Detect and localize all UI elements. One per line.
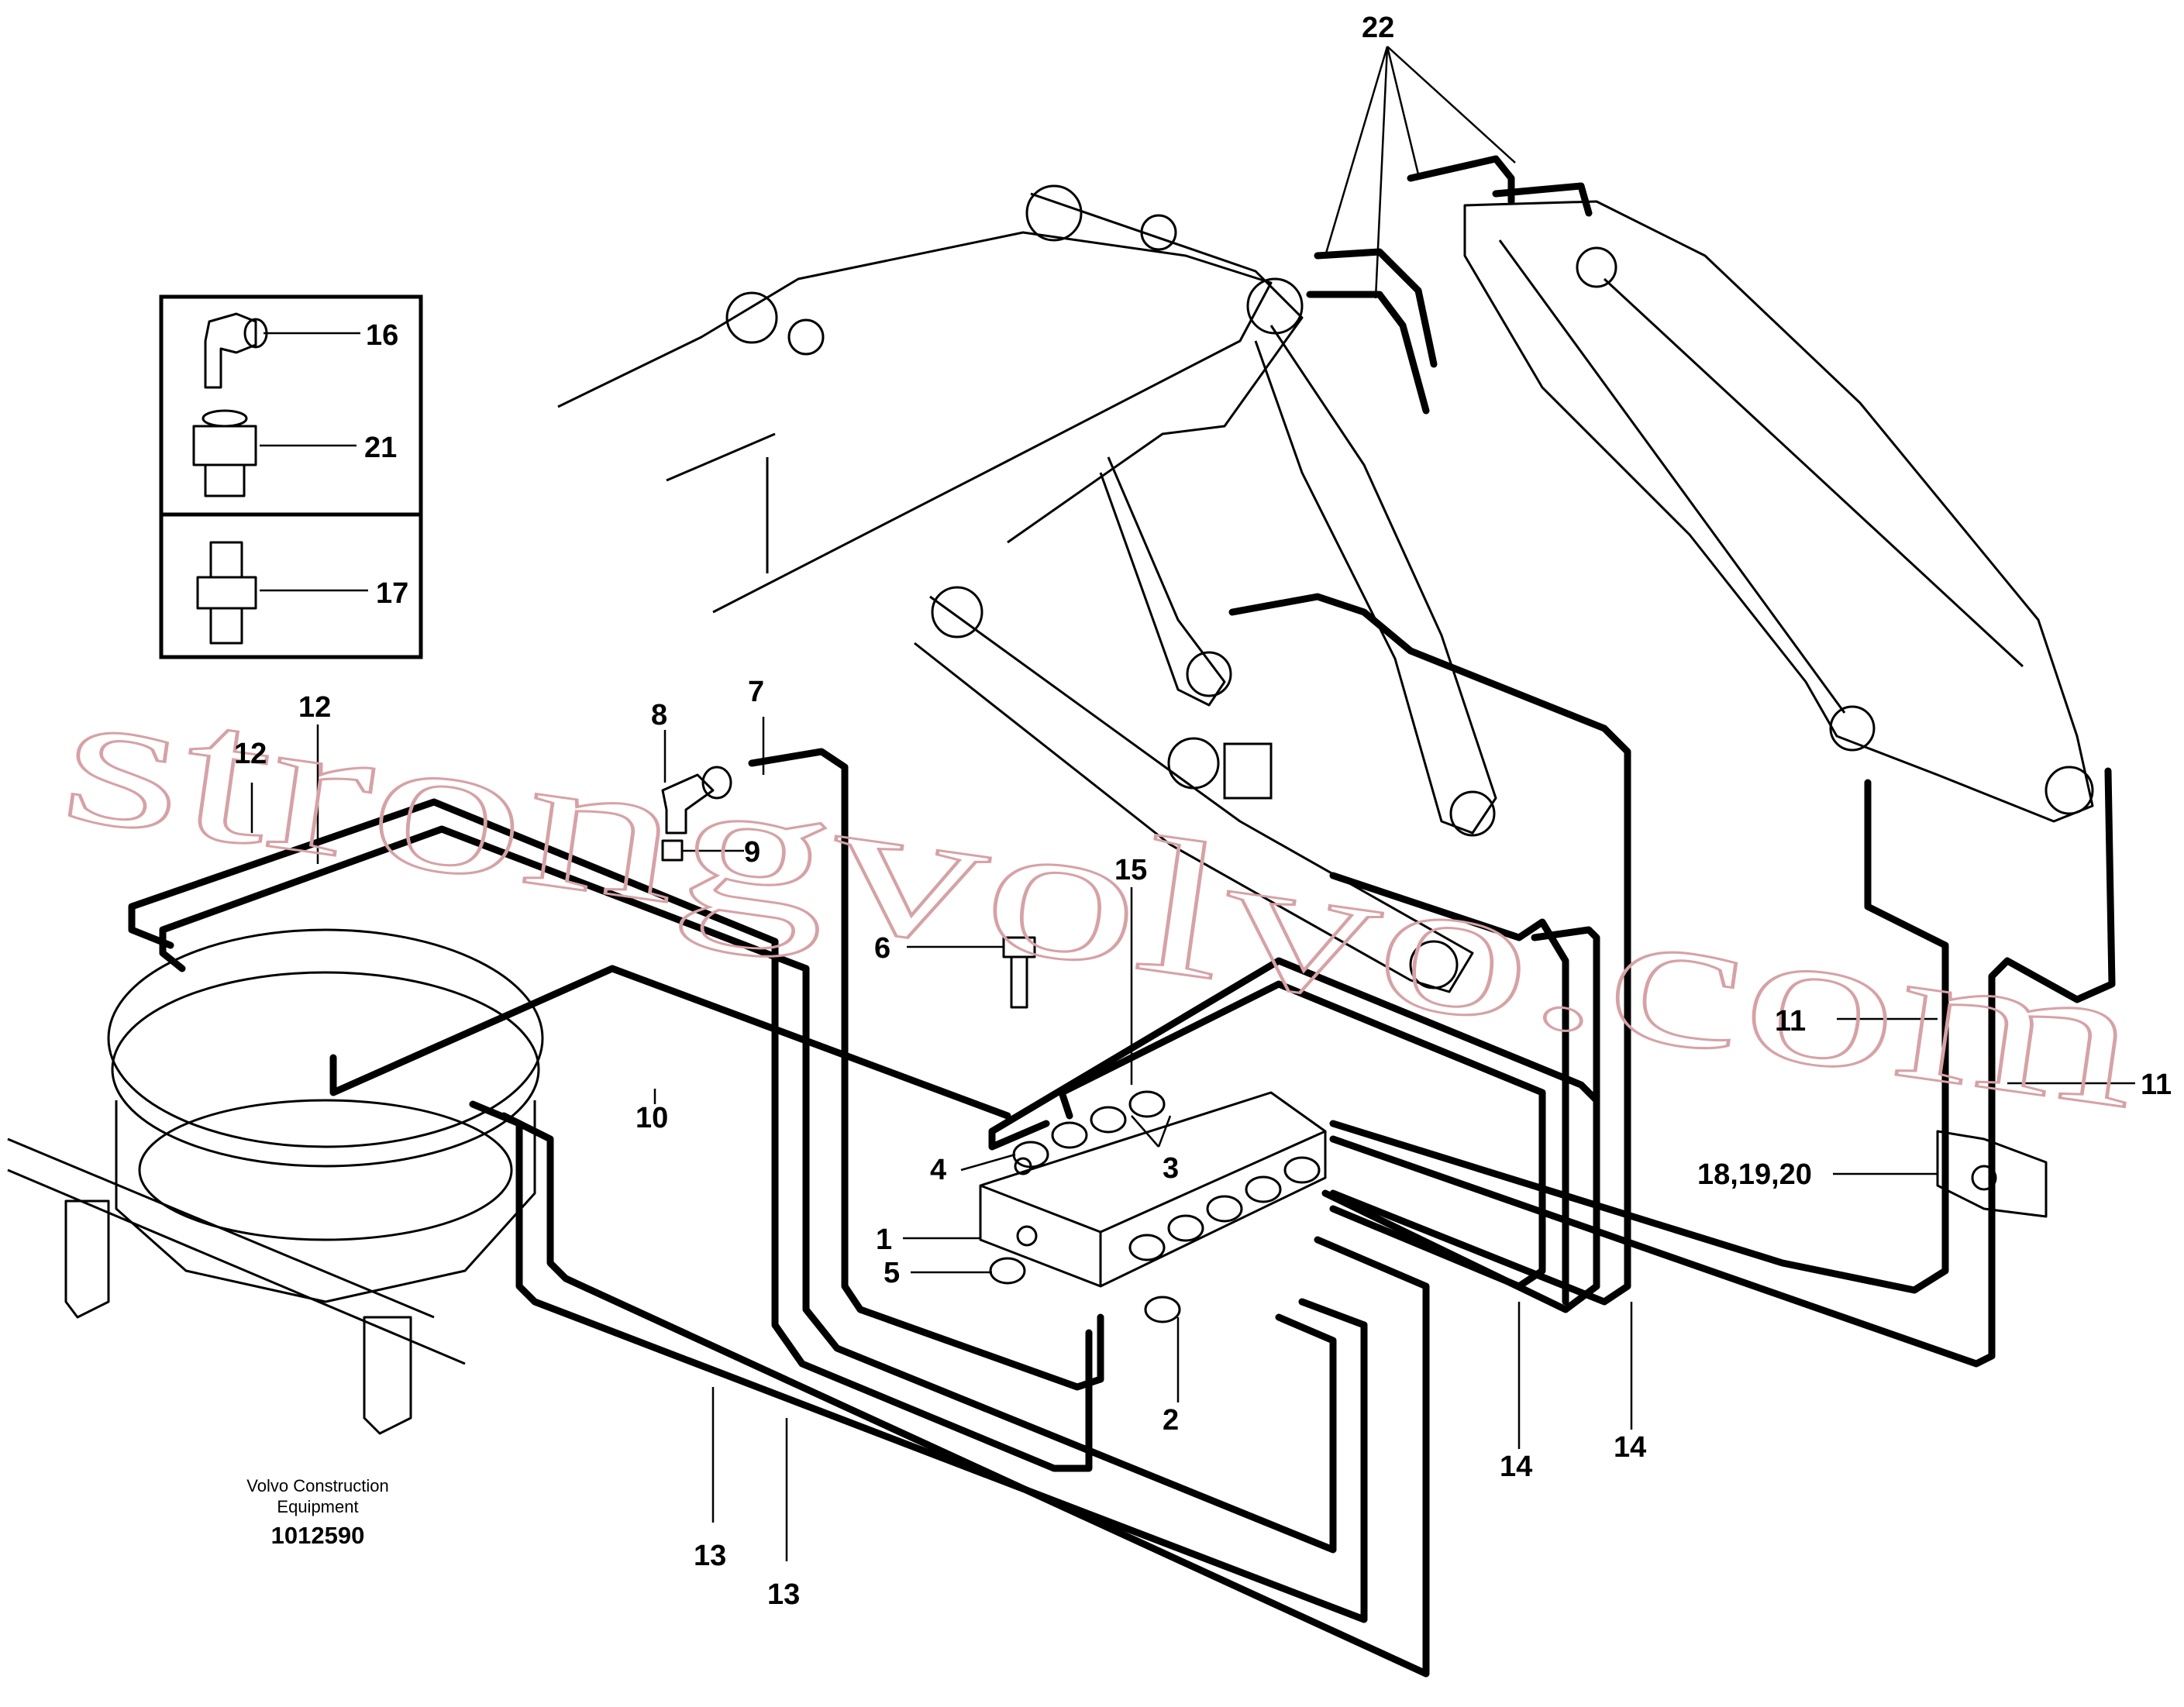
callout-1: 1 — [876, 1223, 892, 1256]
callout-21: 21 — [364, 432, 397, 464]
callout-10: 10 — [636, 1102, 668, 1134]
swing-ring-line-art — [7, 928, 544, 1435]
callout-12-left: 12 — [234, 738, 267, 770]
callout-13-right: 13 — [767, 1578, 800, 1611]
elbow-fitting-icon — [204, 312, 268, 389]
callout-12-right: 12 — [298, 691, 331, 724]
callout-11-right: 11 — [2141, 1069, 2172, 1101]
callout-labels: 22 16 21 17 12 12 7 8 9 15 6 10 4 3 1 5 … — [234, 12, 2172, 1611]
bolt-icon — [1002, 936, 1036, 1009]
union-fitting-icon — [196, 541, 257, 645]
callout-15: 15 — [1114, 854, 1147, 886]
hydraulic-hoses — [128, 155, 2116, 1678]
callout-22: 22 — [1362, 12, 1394, 44]
callout-6: 6 — [874, 932, 890, 965]
callout-3: 3 — [1163, 1152, 1179, 1185]
block-fitting-icons — [989, 1090, 1321, 1323]
adapter-nipple-icon — [192, 409, 257, 497]
leader-lines — [250, 46, 2135, 1561]
elbow-fitting-8-icon — [661, 766, 732, 862]
fitting-inset-box — [159, 294, 423, 659]
hose-clamp-bracket-icon — [1936, 1130, 2048, 1218]
callout-4: 4 — [930, 1154, 946, 1186]
callout-7: 7 — [748, 676, 764, 708]
callout-5: 5 — [884, 1257, 900, 1289]
callout-2: 2 — [1163, 1404, 1179, 1437]
callout-8: 8 — [651, 699, 667, 731]
figure-caption: Volvo Construction Equipment 1012590 — [246, 1476, 388, 1549]
boom-arm-line-art — [557, 184, 2094, 993]
callout-16: 16 — [366, 319, 398, 352]
callout-9: 9 — [744, 836, 760, 869]
callout-13-left: 13 — [694, 1540, 726, 1572]
caption-line-1: Volvo Construction — [246, 1476, 388, 1495]
callout-14-right: 14 — [1614, 1431, 1646, 1464]
callout-14-left: 14 — [1500, 1451, 1532, 1483]
caption-figure-number: 1012590 — [271, 1522, 365, 1549]
distribution-block — [661, 766, 2048, 1323]
caption-line-2: Equipment — [277, 1497, 358, 1516]
callout-18-19-20: 18,19,20 — [1697, 1158, 1812, 1191]
callout-11-left: 11 — [1775, 1005, 1806, 1038]
callout-17: 17 — [376, 577, 408, 610]
